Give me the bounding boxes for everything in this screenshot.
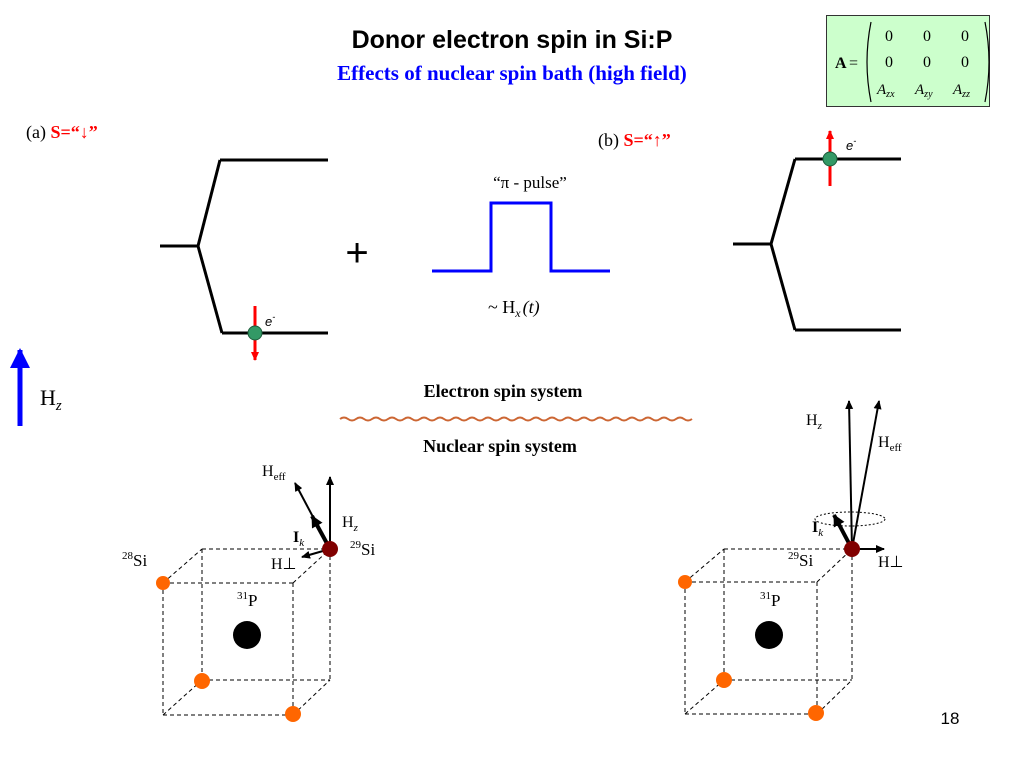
pi-pulse-waveform bbox=[432, 201, 610, 273]
plus-sign: + bbox=[345, 231, 368, 275]
hperp-label-right: H⊥ bbox=[878, 554, 904, 571]
hz-field-label: Hz bbox=[40, 385, 62, 414]
slide-subtitle: Effects of nuclear spin bath (high field… bbox=[337, 61, 687, 85]
slide-title: Donor electron spin in Si:P bbox=[351, 26, 673, 54]
matrix-svg: A = 0 0 0 0 0 0 Azx Azy Azz bbox=[835, 21, 990, 103]
panel-a-state: S=“↓” bbox=[50, 122, 98, 142]
nuclear-system-label: Nuclear spin system bbox=[423, 436, 577, 456]
matrix-cell: 0 bbox=[885, 54, 893, 71]
matrix-box: A = 0 0 0 0 0 0 Azx Azy Azz bbox=[826, 15, 990, 107]
panel-b-label: (b) S=“↑” bbox=[598, 130, 671, 151]
si28-atom bbox=[678, 575, 692, 589]
matrix-cell-azx: Azx bbox=[876, 82, 895, 100]
si28-atom bbox=[808, 705, 824, 721]
page-number: 18 bbox=[941, 709, 960, 728]
si28-label: 28Si bbox=[122, 550, 147, 570]
hz-vector-right bbox=[845, 400, 854, 550]
p31-label: 31P bbox=[760, 590, 780, 610]
pulse-hamiltonian: ~ Hx(t) bbox=[488, 297, 540, 320]
hperp-label-left: H⊥ bbox=[271, 556, 297, 573]
p31-donor bbox=[233, 621, 261, 649]
electron-spin-up: e- bbox=[822, 130, 856, 186]
p31-label: 31P bbox=[237, 590, 257, 610]
si29-label-left: 29Si bbox=[350, 539, 375, 559]
matrix-cell-azz: Azz bbox=[952, 82, 970, 100]
precession-ellipse bbox=[814, 511, 886, 527]
si28-atom bbox=[156, 576, 170, 590]
matrix-cell: 0 bbox=[885, 28, 893, 45]
hz-label-right: Hz bbox=[806, 412, 823, 432]
matrix-cell: 0 bbox=[923, 28, 931, 45]
si29-label-right: 29Si bbox=[788, 550, 813, 570]
matrix-equals: = bbox=[849, 55, 858, 72]
si29-atom-right bbox=[844, 541, 860, 557]
heff-label-left: Heff bbox=[262, 463, 286, 483]
matrix-cell: 0 bbox=[961, 54, 969, 71]
energy-diagram-b bbox=[733, 157, 901, 332]
electron-label-a: e- bbox=[265, 312, 275, 329]
electron-system-label: Electron spin system bbox=[424, 381, 583, 401]
ik-label-right: Ik bbox=[812, 519, 824, 539]
lattice-cube-left bbox=[162, 548, 331, 716]
si28-atom bbox=[194, 673, 210, 689]
electron-label-b: e- bbox=[846, 136, 856, 153]
si28-atom bbox=[716, 672, 732, 688]
matrix-cell: 0 bbox=[961, 28, 969, 45]
panel-a-label: (a) S=“↓” bbox=[26, 122, 98, 143]
matrix-right-paren bbox=[984, 21, 990, 103]
matrix-name: A bbox=[835, 55, 847, 72]
ik-label-left: Ik bbox=[293, 529, 305, 549]
panel-a-prefix: (a) bbox=[26, 122, 51, 142]
matrix-left-paren bbox=[866, 21, 872, 103]
electron-spin-down: e- bbox=[247, 306, 275, 361]
energy-diagram-a bbox=[160, 158, 328, 335]
hz-label-left: Hz bbox=[342, 514, 359, 534]
panel-b-prefix: (b) bbox=[598, 130, 624, 150]
matrix-cell: 0 bbox=[923, 54, 931, 71]
pi-pulse-label: “π - pulse” bbox=[493, 173, 567, 192]
si29-atom-left bbox=[322, 541, 338, 557]
panel-b-state: S=“↑” bbox=[623, 130, 671, 150]
heff-vector-right bbox=[851, 400, 882, 550]
system-divider bbox=[339, 416, 693, 422]
p31-donor bbox=[755, 621, 783, 649]
lattice-cube-right bbox=[684, 548, 853, 715]
matrix-cell-azy: Azy bbox=[914, 82, 933, 100]
heff-label-right: Heff bbox=[878, 434, 902, 454]
si28-atom bbox=[285, 706, 301, 722]
